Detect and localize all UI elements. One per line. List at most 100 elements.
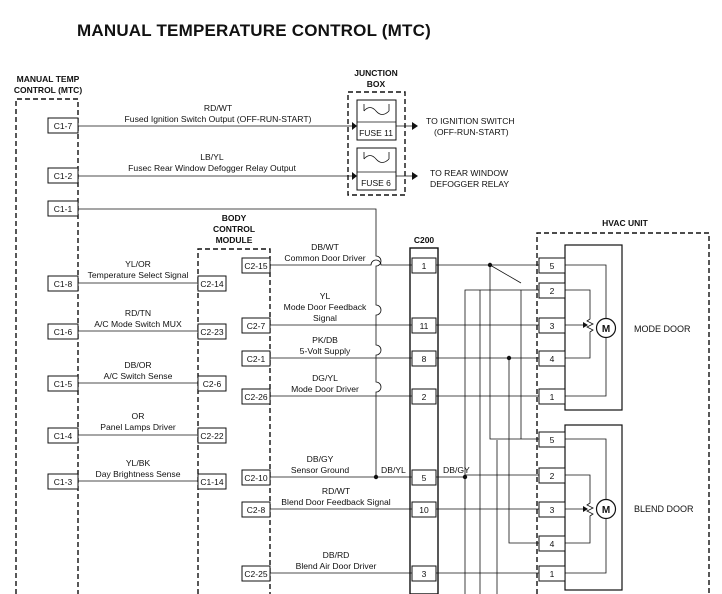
svg-text:1: 1 xyxy=(422,261,427,271)
blend-door-actuator: 5 2 3 4 1 M BLEND DOOR xyxy=(538,424,694,591)
c200-pin-11: 11 xyxy=(411,317,437,334)
svg-text:Sensor Ground: Sensor Ground xyxy=(291,465,350,475)
fuse-11-label: FUSE 11 xyxy=(359,128,393,138)
circuit-temperature-select: YL/OR Temperature Select Signal xyxy=(78,259,198,284)
svg-text:Temperature Select Signal: Temperature Select Signal xyxy=(88,270,189,280)
mtc-pin-c1-2: C1-2 xyxy=(47,167,79,184)
blend-door-pin-4: 4 xyxy=(538,535,566,552)
mtc-pin-c1-1: C1-1 xyxy=(47,200,79,217)
circuit-ac-mode-mux: RD/TN A/C Mode Switch MUX xyxy=(78,308,198,332)
mtc-pin-c1-8: C1-8 xyxy=(47,275,79,292)
svg-text:3: 3 xyxy=(422,569,427,579)
mtc-label-line1: MANUAL TEMP xyxy=(17,74,80,84)
svg-text:1: 1 xyxy=(550,569,555,579)
circuit-blend-air-door-driver: DB/RD Blend Air Door Driver xyxy=(270,550,412,574)
svg-text:C1-2: C1-2 xyxy=(54,171,73,181)
svg-text:A/C Switch Sense: A/C Switch Sense xyxy=(104,371,173,381)
bcm-pin-c1-14: C1-14 xyxy=(197,473,227,490)
svg-text:8: 8 xyxy=(422,354,427,364)
bcm-pin-c2-26: C2-26 xyxy=(241,388,271,405)
svg-text:Common Door Driver: Common Door Driver xyxy=(284,253,365,263)
svg-text:4: 4 xyxy=(550,354,555,364)
svg-text:RD/WT: RD/WT xyxy=(322,486,351,496)
bcm-outline xyxy=(197,248,271,594)
svg-text:C2-8: C2-8 xyxy=(247,505,266,515)
bcm-label-line1: BODY xyxy=(222,213,247,223)
svg-text:Mode Door Driver: Mode Door Driver xyxy=(291,384,359,394)
svg-text:Day Brightness Sense: Day Brightness Sense xyxy=(95,469,180,479)
mtc-pin-c1-7: C1-7 xyxy=(47,117,79,134)
bcm-pin-c2-22: C2-22 xyxy=(197,427,227,444)
circuit-sensor-ground: DB/GY Sensor Ground DB/YL xyxy=(270,454,412,478)
svg-text:11: 11 xyxy=(420,321,429,331)
fuse-6-label: FUSE 6 xyxy=(361,178,391,188)
svg-text:DB/OR: DB/OR xyxy=(124,360,151,370)
svg-text:C2-22: C2-22 xyxy=(200,431,223,441)
wire-desc-c1-2: Fusec Rear Window Defogger Relay Output xyxy=(128,163,296,173)
blend-door-label: BLEND DOOR xyxy=(634,504,694,514)
svg-text:C2-14: C2-14 xyxy=(200,279,223,289)
svg-text:1: 1 xyxy=(550,392,555,402)
wire-desc-c1-7: Fused Ignition Switch Output (OFF-RUN-ST… xyxy=(125,114,312,124)
bcm-pin-c2-23: C2-23 xyxy=(197,323,227,340)
blend-door-pin-3: 3 xyxy=(538,501,566,518)
svg-text:5: 5 xyxy=(550,435,555,445)
connector-c200: C200 1 11 8 2 5 10 3 xyxy=(409,235,439,594)
svg-text:YL: YL xyxy=(320,291,331,301)
c200-pin-8: 8 xyxy=(411,350,437,367)
c200-label: C200 xyxy=(414,235,435,245)
hvac-label: HVAC UNIT xyxy=(602,218,648,228)
svg-text:C1-4: C1-4 xyxy=(54,431,73,441)
circuit-mode-door-feedback: YL Mode Door Feedback Signal xyxy=(270,291,412,326)
svg-text:A/C Mode Switch MUX: A/C Mode Switch MUX xyxy=(94,319,182,329)
svg-text:C2-6: C2-6 xyxy=(203,379,222,389)
page-title: MANUAL TEMPERATURE CONTROL (MTC) xyxy=(77,21,431,40)
dest-defogger-line1: TO REAR WINDOW xyxy=(430,168,509,178)
svg-text:C2-1: C2-1 xyxy=(247,354,266,364)
svg-text:C1-8: C1-8 xyxy=(54,279,73,289)
svg-text:M: M xyxy=(602,324,610,335)
svg-text:C1-6: C1-6 xyxy=(54,327,73,337)
svg-text:3: 3 xyxy=(550,321,555,331)
wire-color-c1-2: LB/YL xyxy=(200,152,224,162)
svg-text:C2-23: C2-23 xyxy=(200,327,223,337)
mode-door-pin-1: 1 xyxy=(538,388,566,405)
bcm-pin-c2-14: C2-14 xyxy=(197,275,227,292)
bcm-pin-c2-8: C2-8 xyxy=(241,501,271,518)
junction-box-outline xyxy=(347,91,406,196)
circuit-5-volt-supply: PK/DB 5-Volt Supply xyxy=(270,335,412,359)
c200-pin-5: 5 xyxy=(411,469,437,486)
svg-text:2: 2 xyxy=(422,392,427,402)
bcm-label-line3: MODULE xyxy=(216,235,253,245)
svg-text:DB/GY: DB/GY xyxy=(307,454,334,464)
c200-pin-2: 2 xyxy=(411,388,437,405)
svg-text:DB/RD: DB/RD xyxy=(323,550,350,560)
blend-door-pin-5: 5 xyxy=(538,431,566,448)
fuse-6: FUSE 6 xyxy=(356,147,397,191)
blend-door-pin-2: 2 xyxy=(538,467,566,484)
circuit-mode-door-driver: DG/YL Mode Door Driver xyxy=(270,373,412,397)
bcm-pin-c2-1: C2-1 xyxy=(241,350,271,367)
mtc-label-line2: CONTROL (MTC) xyxy=(14,85,82,95)
svg-text:2: 2 xyxy=(550,471,555,481)
circuit-ignition: RD/WT Fused Ignition Switch Output (OFF-… xyxy=(78,103,515,137)
junction-box-label-line1: JUNCTION xyxy=(354,68,397,78)
bcm-pin-c2-10: C2-10 xyxy=(241,469,271,486)
svg-text:2: 2 xyxy=(550,286,555,296)
svg-text:RD/TN: RD/TN xyxy=(125,308,151,318)
svg-text:DG/YL: DG/YL xyxy=(312,373,338,383)
hvac-unit: HVAC UNIT 5 2 3 4 1 M MODE DOOR 5 2 xyxy=(536,218,710,594)
mode-door-actuator: 5 2 3 4 1 M MODE DOOR xyxy=(538,244,691,411)
svg-text:C2-15: C2-15 xyxy=(244,261,267,271)
c200-pin-3: 3 xyxy=(411,565,437,582)
svg-text:C1-5: C1-5 xyxy=(54,379,73,389)
blend-door-motor-icon xyxy=(595,498,617,520)
mode-door-motor-icon xyxy=(595,317,617,339)
svg-text:OR: OR xyxy=(132,411,145,421)
dest-ignition-line2: (OFF-RUN-START) xyxy=(434,127,509,137)
svg-text:M: M xyxy=(602,505,610,516)
blend-door-pin-1: 1 xyxy=(538,565,566,582)
mode-door-pin-3: 3 xyxy=(538,317,566,334)
svg-text:YL/BK: YL/BK xyxy=(126,458,151,468)
